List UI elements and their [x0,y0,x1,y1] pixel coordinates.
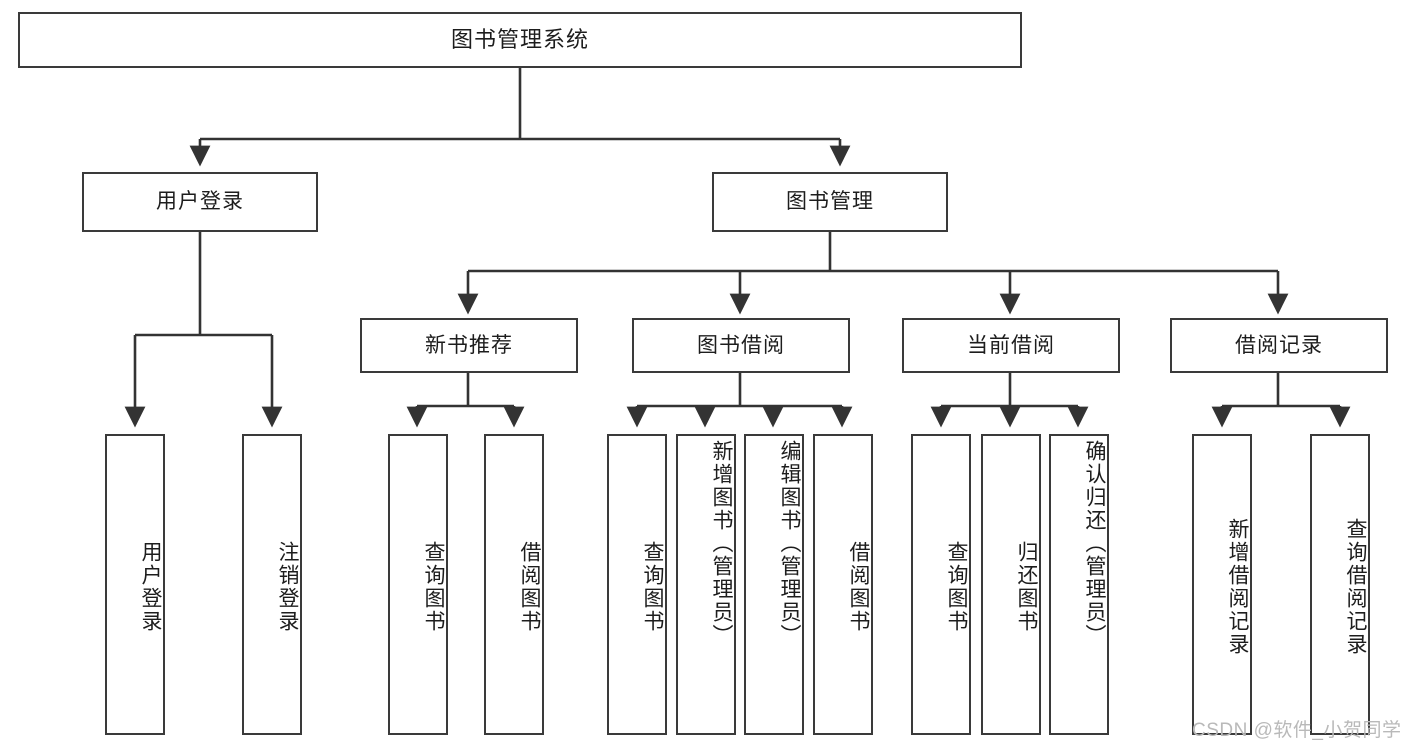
leaf-node-query-book-recommend[interactable]: 查询图书 [388,434,448,735]
node-user-login[interactable]: 用户登录 [82,172,318,232]
node-root-book-management-system[interactable]: 图书管理系统 [18,12,1022,68]
leaf-node-query-book-current[interactable]: 查询图书 [911,434,971,735]
watermark-csdn: CSDN @软件_小贺同学 [1192,720,1402,741]
leaf-node-query-borrow-record[interactable]: 查询借阅记录 [1310,434,1370,735]
leaf-node-user-login[interactable]: 用户登录 [105,434,165,735]
node-book-borrow[interactable]: 图书借阅 [632,318,850,373]
node-current-borrow[interactable]: 当前借阅 [902,318,1120,373]
leaf-node-return-book[interactable]: 归还图书 [981,434,1041,735]
node-new-book-recommend[interactable]: 新书推荐 [360,318,578,373]
leaf-node-confirm-return-admin[interactable]: 确认归还（管理员） [1049,434,1109,735]
leaf-node-edit-book-admin[interactable]: 编辑图书（管理员） [744,434,804,735]
leaf-node-add-borrow-record[interactable]: 新增借阅记录 [1192,434,1252,735]
node-book-management[interactable]: 图书管理 [712,172,948,232]
node-borrow-record[interactable]: 借阅记录 [1170,318,1388,373]
leaf-node-add-book-admin[interactable]: 新增图书（管理员） [676,434,736,735]
leaf-node-borrow-book-recommend[interactable]: 借阅图书 [484,434,544,735]
leaf-node-user-logout[interactable]: 注销登录 [242,434,302,735]
leaf-node-borrow-book[interactable]: 借阅图书 [813,434,873,735]
leaf-node-query-book-borrow[interactable]: 查询图书 [607,434,667,735]
